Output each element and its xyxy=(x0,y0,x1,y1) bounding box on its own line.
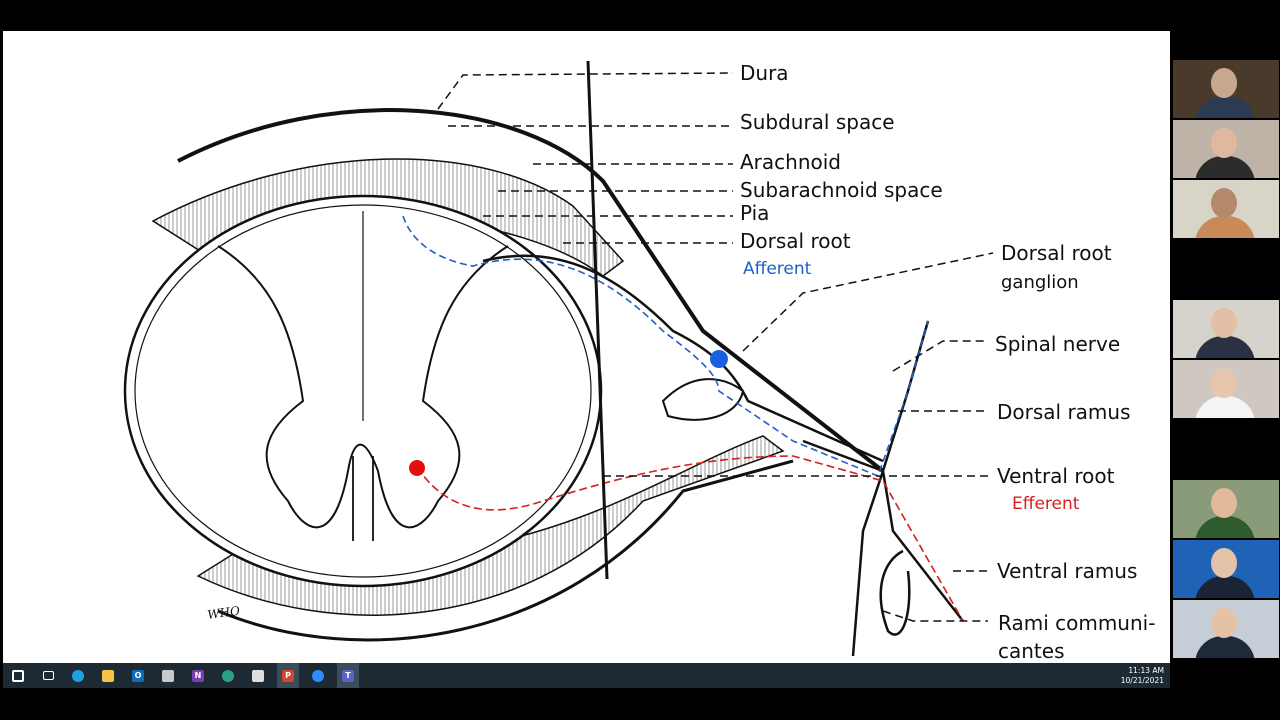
participant-video-tile[interactable] xyxy=(1173,600,1279,658)
snipping-tool-icon[interactable] xyxy=(247,663,269,688)
label-dorsal-root: Dorsal root xyxy=(740,229,851,253)
participant-body xyxy=(1195,576,1255,598)
zoom-icon-glyph xyxy=(312,669,324,682)
paint-icon-glyph xyxy=(162,669,174,682)
label-subdural-space: Subdural space xyxy=(740,110,895,134)
participant-video-tile[interactable] xyxy=(1173,120,1279,178)
presentation-slide: Dura Subdural space Arachnoid Subarachno… xyxy=(3,31,1170,663)
participant-body xyxy=(1195,156,1255,178)
windows-start-icon[interactable] xyxy=(7,663,29,688)
outlook-icon[interactable]: O xyxy=(127,663,149,688)
teams-icon[interactable]: T xyxy=(337,663,359,688)
ganglion-shape xyxy=(661,378,745,421)
label-dorsal-ramus: Dorsal ramus xyxy=(997,400,1131,424)
app-icon[interactable] xyxy=(217,663,239,688)
motor-neuron-dot xyxy=(409,460,425,476)
edge-browser-icon-glyph xyxy=(72,669,84,682)
clock-time: 11:13 AM xyxy=(1128,665,1164,675)
vertical-marker-line xyxy=(586,60,609,580)
sensory-neuron-dot xyxy=(710,350,728,368)
file-explorer-icon-glyph xyxy=(102,669,114,682)
label-afferent: Afferent xyxy=(743,259,812,279)
participant-face xyxy=(1211,188,1237,218)
gray-matter-outline xyxy=(217,245,509,529)
label-efferent: Efferent xyxy=(1012,494,1080,514)
windows-start-icon-glyph xyxy=(12,669,24,682)
windows-taskbar: O N P T 11:13 AM 10/21/2021 xyxy=(3,663,1170,688)
participant-body xyxy=(1195,216,1255,238)
participant-body xyxy=(1195,336,1255,358)
onenote-icon-glyph: N xyxy=(192,669,204,682)
participant-face xyxy=(1211,608,1237,638)
label-rami-communicantes-1: Rami communi- xyxy=(998,611,1155,635)
dorsal-root-shape xyxy=(482,254,884,463)
label-dorsal-root-ganglion-1: Dorsal root xyxy=(1001,241,1112,265)
efferent-pathway xyxy=(416,455,964,622)
participant-face xyxy=(1211,68,1237,98)
label-dura: Dura xyxy=(740,61,789,85)
pia-line xyxy=(134,204,592,578)
label-ventral-ramus: Ventral ramus xyxy=(997,559,1137,583)
label-arachnoid: Arachnoid xyxy=(740,150,841,174)
dura-outline xyxy=(177,108,885,473)
participant-video-tile[interactable] xyxy=(1173,300,1279,358)
task-view-icon-glyph xyxy=(42,671,54,680)
dura-lower xyxy=(217,459,794,642)
powerpoint-icon[interactable]: P xyxy=(277,663,299,688)
label-pia: Pia xyxy=(740,201,769,225)
label-dorsal-root-ganglion-2: ganglion xyxy=(1001,272,1079,293)
participant-video-tile[interactable] xyxy=(1173,180,1279,238)
outlook-icon-glyph: O xyxy=(132,669,144,682)
edge-browser-icon[interactable] xyxy=(67,663,89,688)
snipping-tool-icon-glyph xyxy=(252,669,264,682)
anterior-fissure xyxy=(352,456,374,541)
app-icon-glyph xyxy=(222,669,234,682)
illustrator-signature: WHO xyxy=(206,604,240,622)
participant-face xyxy=(1211,548,1237,578)
participant-face xyxy=(1211,368,1237,398)
label-ventral-root: Ventral root xyxy=(997,464,1115,488)
participant-video-tile[interactable] xyxy=(1173,360,1279,418)
participant-body xyxy=(1195,396,1255,418)
clock-date: 10/21/2021 xyxy=(1120,675,1164,685)
leader-lines xyxy=(437,72,994,622)
participant-body xyxy=(1195,96,1255,118)
zoom-icon[interactable] xyxy=(307,663,329,688)
label-subarachnoid-space: Subarachnoid space xyxy=(740,178,943,202)
participant-video-tile[interactable] xyxy=(1173,480,1279,538)
paint-icon[interactable] xyxy=(157,663,179,688)
label-spinal-nerve: Spinal nerve xyxy=(995,332,1120,356)
participant-body xyxy=(1195,516,1255,538)
powerpoint-icon-glyph: P xyxy=(282,669,294,682)
participant-video-tile[interactable] xyxy=(1173,60,1279,118)
participant-face xyxy=(1211,308,1237,338)
participant-video-tile[interactable] xyxy=(1173,540,1279,598)
file-explorer-icon[interactable] xyxy=(97,663,119,688)
participant-face xyxy=(1211,128,1237,158)
participant-face xyxy=(1211,488,1237,518)
teams-icon-glyph: T xyxy=(342,669,354,682)
spinal-cord-diagram: Dura Subdural space Arachnoid Subarachno… xyxy=(123,60,1155,663)
label-rami-communicantes-2: cantes xyxy=(998,639,1065,663)
task-view-icon[interactable] xyxy=(37,663,59,688)
system-clock[interactable]: 11:13 AM 10/21/2021 xyxy=(1121,666,1164,686)
afferent-pathway xyxy=(402,215,929,478)
participant-gallery xyxy=(1172,0,1280,720)
spinal-nerve-branches xyxy=(802,320,964,657)
onenote-icon[interactable]: N xyxy=(187,663,209,688)
participant-body xyxy=(1195,636,1255,658)
